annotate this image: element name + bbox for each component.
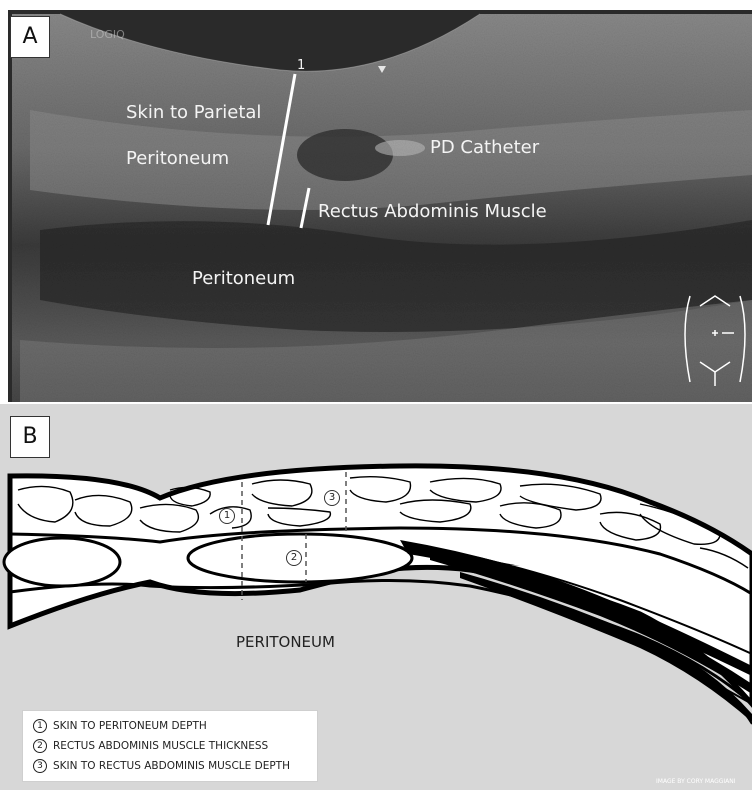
legend-num-2: 2 [33,739,47,753]
legend-item-3: 3 SKIN TO RECTUS ABDOMINIS MUSCLE DEPTH [33,759,290,773]
image-credit: IMAGE BY CORY MAGGIANI [656,778,736,785]
caliper-marker-1: 1 [297,58,305,73]
legend-box: 1 SKIN TO PERITONEUM DEPTH 2 RECTUS ABDOMI… [22,710,318,782]
panel-a-ultrasound: A LOGIQ 1 Skin to Parietal Peritoneum PD… [0,0,752,402]
label-rectus-abdominis: Rectus Abdominis Muscle [318,201,547,222]
label-peritoneum-upper: Peritoneum [126,148,229,169]
label-skin-to-parietal: Skin to Parietal [126,102,261,123]
marker-circle-2: 2 [286,550,302,566]
label-pd-catheter: PD Catheter [430,137,539,158]
legend-text-1: SKIN TO PERITONEUM DEPTH [53,720,207,732]
left-rectus-muscle [4,538,120,586]
scanner-logo: LOGIQ [90,28,125,41]
legend-text-3: SKIN TO RECTUS ABDOMINIS MUSCLE DEPTH [53,760,290,772]
marker-circle-1: 1 [219,508,235,524]
legend-text-2: RECTUS ABDOMINIS MUSCLE THICKNESS [53,740,268,752]
legend-item-2: 2 RECTUS ABDOMINIS MUSCLE THICKNESS [33,739,268,753]
legend-item-1: 1 SKIN TO PERITONEUM DEPTH [33,719,207,733]
label-peritoneum-lower: Peritoneum [192,268,295,289]
marker-circle-3: 3 [324,490,340,506]
legend-num-3: 3 [33,759,47,773]
label-peritoneum-b: PERITONEUM [236,633,335,651]
legend-num-1: 1 [33,719,47,733]
panel-b-letter: B [10,416,50,458]
panel-a-letter: A [10,16,50,58]
